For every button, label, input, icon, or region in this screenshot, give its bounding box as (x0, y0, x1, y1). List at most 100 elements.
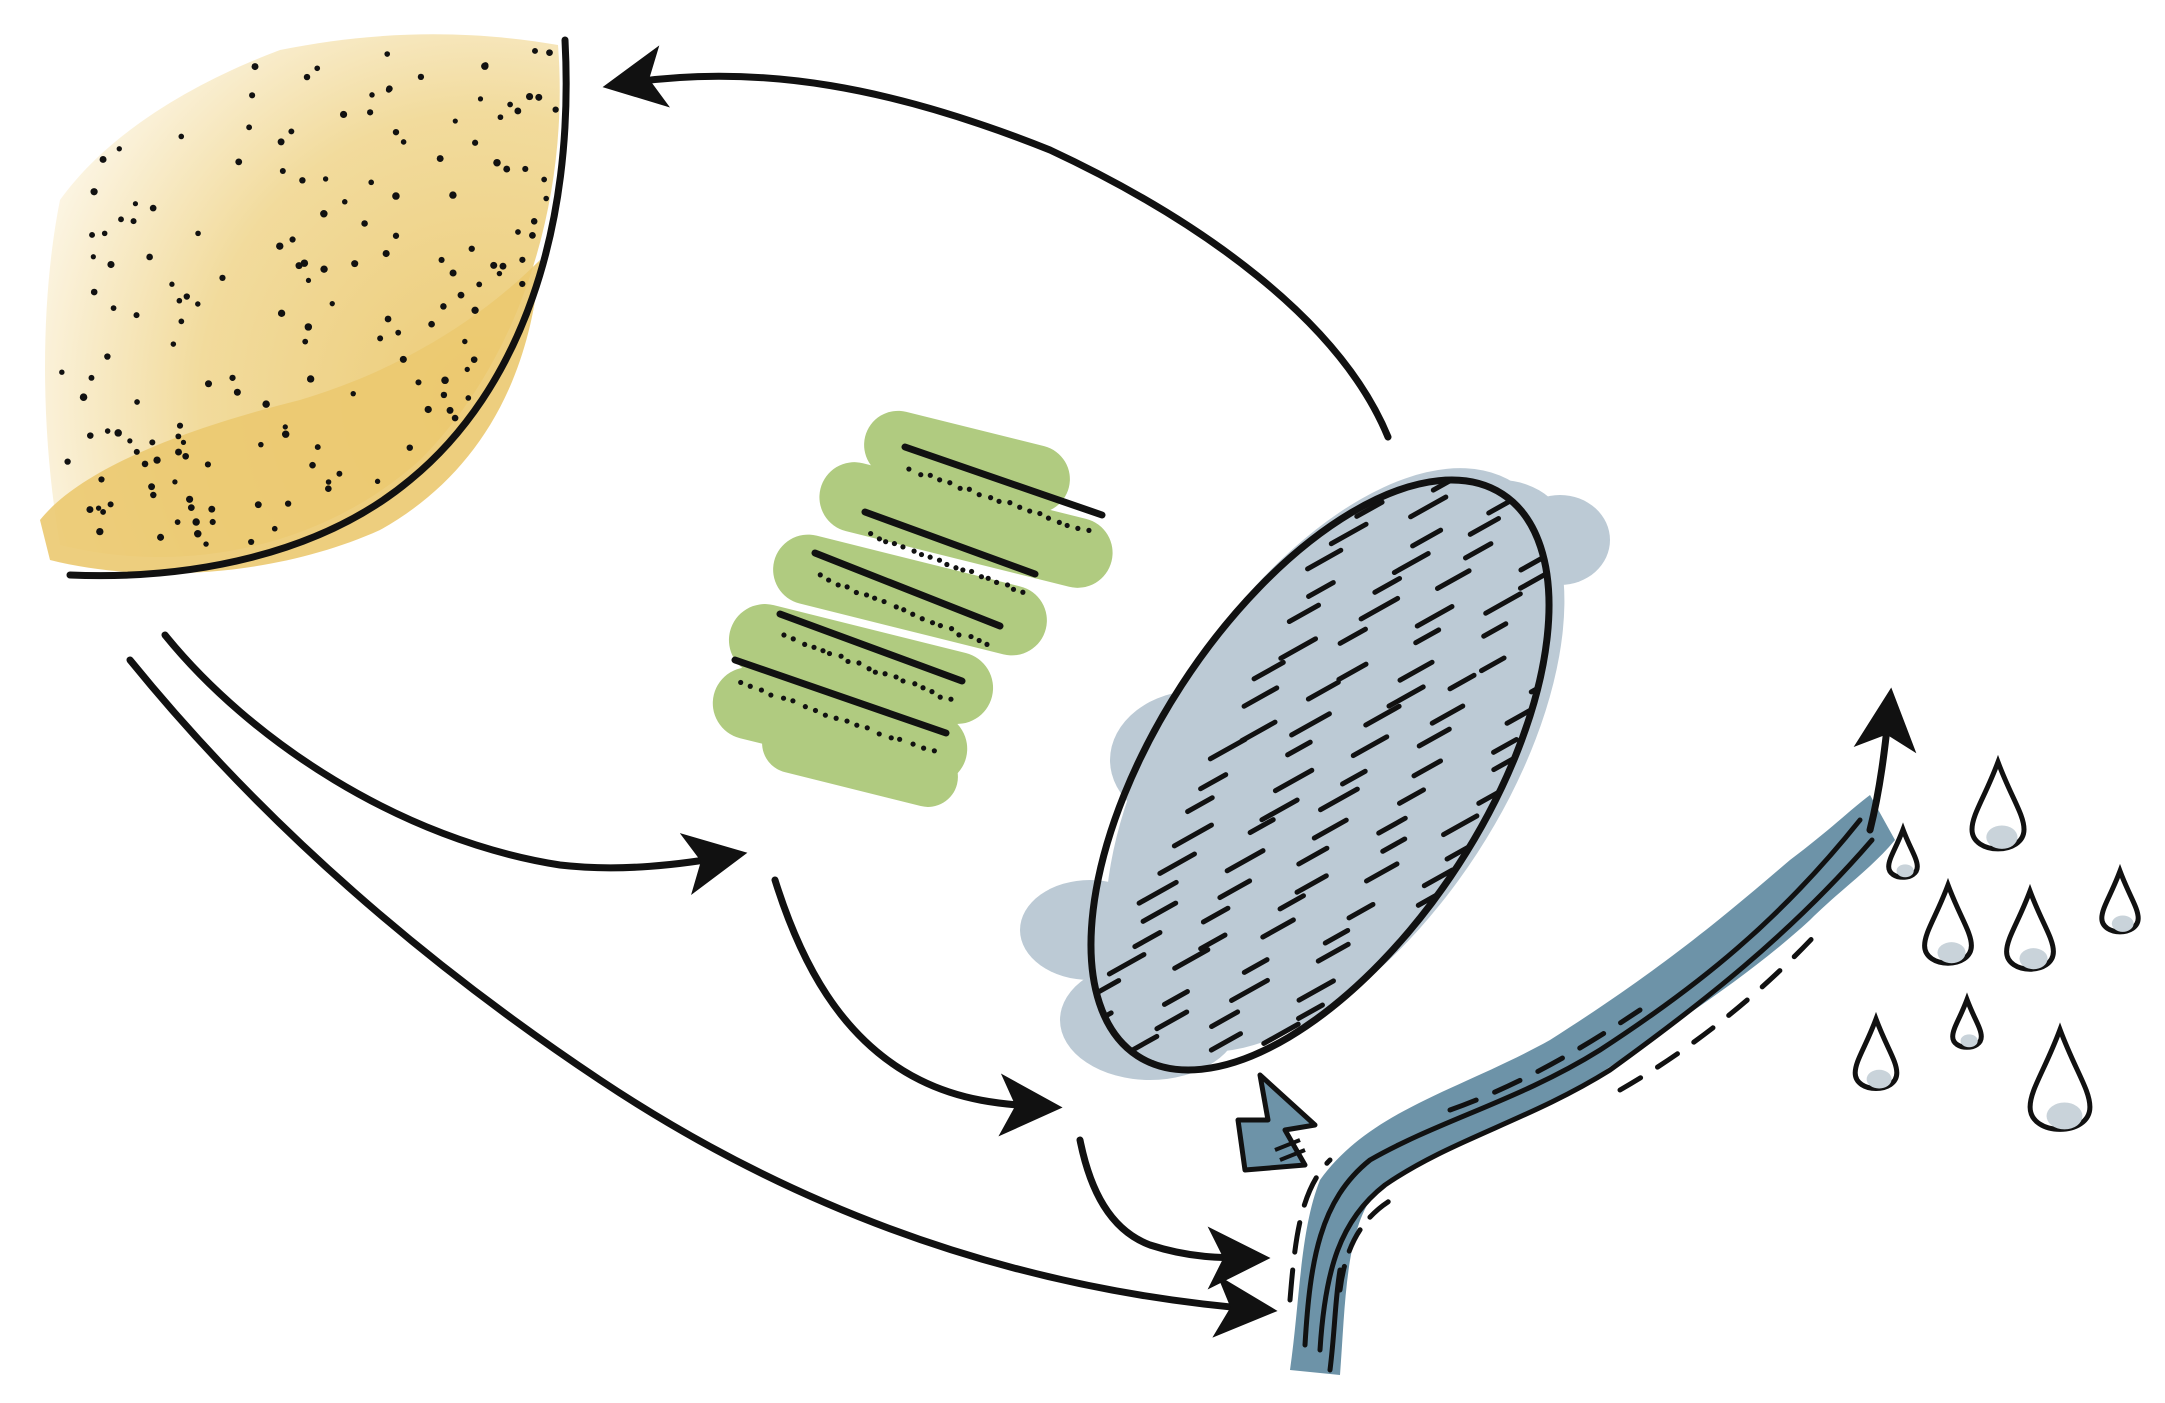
sand-dot (180, 439, 187, 445)
sand-dot (449, 269, 457, 277)
stack-dot (802, 641, 808, 648)
stack-dot (996, 498, 1002, 504)
oval-hatch (1285, 739, 1313, 758)
stack-dot (844, 584, 850, 590)
sand-dot (339, 110, 348, 119)
sand-dot (248, 538, 255, 546)
sand-dot (107, 260, 115, 269)
oval-hatch (1305, 547, 1344, 572)
sand-dot (361, 220, 368, 227)
sand-dot (246, 124, 253, 131)
sand-dot (194, 529, 202, 538)
stack-dot (937, 622, 943, 629)
oval-hatch (1197, 1173, 1227, 1190)
stack-dot (866, 666, 872, 672)
oval-hatch (1549, 1142, 1592, 1146)
stack-dot (845, 658, 851, 665)
sand-dot (170, 341, 177, 347)
sand-dot (209, 518, 216, 526)
droplet-fill (1986, 825, 2018, 849)
oval-hatch (1523, 944, 1553, 964)
stack-dot (876, 536, 883, 542)
hatched-oval-icon (1019, 435, 1812, 1248)
cycle-arrows (126, 45, 1917, 1338)
sand-dot (438, 256, 445, 263)
sand-dot (134, 399, 140, 405)
sand-dot (424, 405, 432, 414)
arrow-green-to-oval (771, 876, 1063, 1137)
oval-hatch (1504, 1235, 1527, 1248)
sand-dot (258, 441, 264, 448)
sand-dot (522, 165, 529, 173)
stack-dot (854, 722, 860, 728)
oval-hatch (1483, 591, 1523, 616)
sand-dot (519, 256, 526, 263)
stack-dot (856, 660, 862, 666)
stack-dot (985, 575, 991, 581)
oval-hatch (1127, 1164, 1155, 1180)
oval-hatch (1200, 905, 1231, 925)
stack-dot (936, 557, 943, 563)
stack-dot (911, 548, 917, 554)
stack-dot (802, 704, 808, 710)
stack-dot (790, 636, 796, 642)
oval-hatch (1306, 580, 1336, 599)
stack-dot (872, 669, 878, 675)
stack-dot (929, 620, 936, 626)
sand-dot (203, 541, 209, 547)
stack-dot (888, 735, 894, 741)
oval-hatch (1289, 711, 1332, 738)
oval-hatch (1467, 515, 1502, 537)
stack-dot (780, 695, 787, 701)
sand-dot (146, 253, 153, 261)
sand-dot (451, 414, 459, 422)
oval-hatch (1421, 867, 1455, 889)
stack-dot (758, 687, 765, 693)
oval-hatch (1328, 521, 1369, 547)
stack-dot (1010, 586, 1017, 592)
stack-dot (1017, 504, 1023, 510)
oval-hatch (1551, 994, 1594, 1020)
oval-hatch (1690, 718, 1728, 739)
sand-dot (519, 280, 526, 288)
sand-dot (462, 338, 468, 345)
sand-dot (543, 195, 549, 202)
sand-dot (325, 485, 332, 493)
sand-dot (107, 501, 114, 508)
sand-dot (116, 146, 122, 152)
droplet-icon (2099, 863, 2141, 935)
sand-dot (178, 318, 185, 325)
droplet-icon (1886, 822, 1920, 880)
stack-dot (919, 616, 925, 622)
oval-hatch (1782, 694, 1812, 711)
oval-hatch (1272, 767, 1315, 794)
sand-dot (64, 458, 71, 465)
oval-hatch (1207, 1133, 1244, 1146)
stack-dot (968, 568, 975, 575)
stack-dot (929, 689, 935, 695)
oval-hatch (1473, 1045, 1503, 1064)
sand-dot (249, 92, 256, 99)
arrow-oval-to-stream (1076, 1136, 1271, 1290)
droplet-fill (2111, 915, 2134, 932)
stack-dot (918, 472, 924, 478)
droplet-icon (1852, 1011, 1900, 1092)
oval-hatch (1667, 671, 1697, 688)
sand-dot (148, 483, 156, 491)
stack-dot (820, 648, 826, 654)
oval-hatch (1140, 900, 1179, 924)
sand-dot (314, 444, 321, 451)
oval-hatch (1699, 886, 1723, 900)
oval-hatch (1296, 978, 1336, 1003)
stack-dot (872, 595, 878, 601)
sand-dot (369, 92, 375, 98)
sand-dot (208, 505, 216, 513)
oval-hatch (1713, 701, 1738, 715)
oval-hatch (1261, 1021, 1301, 1046)
stack-dot (817, 572, 823, 578)
stack-dot (768, 692, 774, 698)
stack-dot (953, 565, 959, 571)
oval-hatch (1305, 679, 1341, 702)
sand-dot (90, 188, 98, 196)
oval-hatch (1171, 1086, 1204, 1107)
